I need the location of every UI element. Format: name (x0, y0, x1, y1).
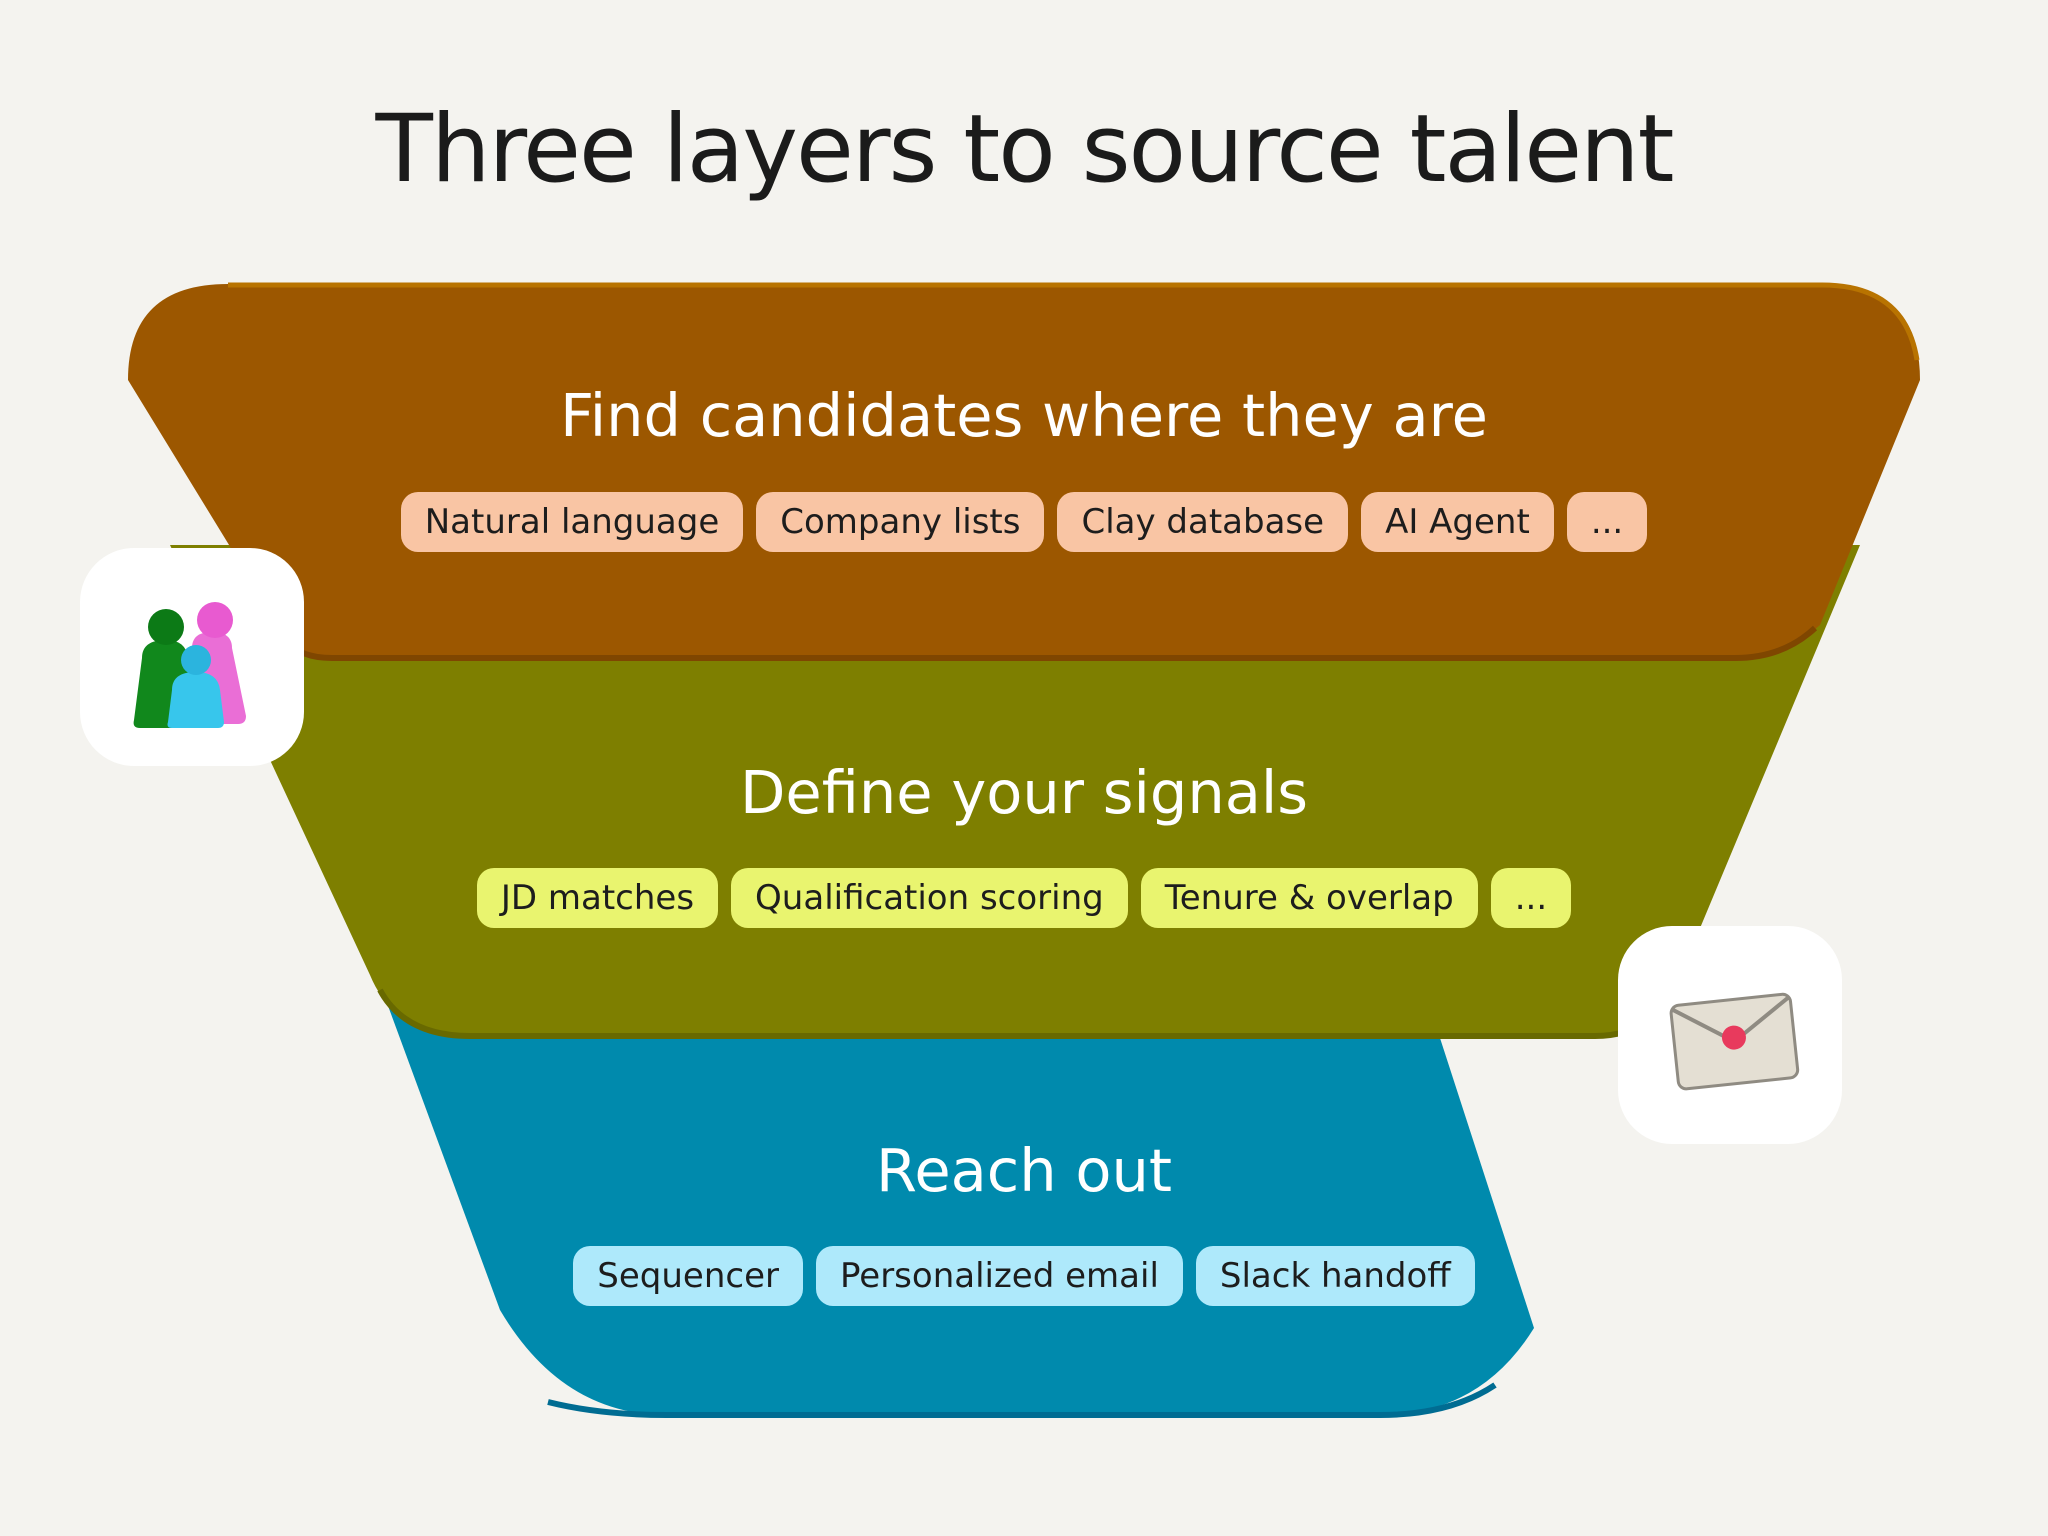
chip-jd-matches: JD matches (476, 868, 719, 928)
layer-edge (228, 282, 1920, 361)
chip-company-lists: Company lists (756, 492, 1045, 552)
envelope-badge (1618, 926, 1842, 1144)
chip-row-reach-out: Sequencer Personalized email Slack hando… (0, 1246, 2048, 1306)
layer-title-reach-out: Reach out (875, 1136, 1172, 1205)
funnel-layer-find-candidates (128, 284, 1920, 658)
chip-tenure-overlap: Tenure & overlap (1140, 868, 1478, 928)
chip-row-define-signals: JD matches Qualification scoring Tenure … (0, 868, 2048, 928)
chip-sequencer: Sequencer (573, 1246, 803, 1306)
page-title: Three layers to source talent (375, 95, 1675, 204)
people-badge (80, 548, 304, 766)
chip-more-signals: ... (1490, 868, 1572, 928)
chip-ai-agent: AI Agent (1361, 492, 1554, 552)
chip-clay-database: Clay database (1057, 492, 1349, 552)
envelope-icon (1669, 992, 1800, 1091)
chip-natural-language: Natural language (400, 492, 744, 552)
people-figures-icon (133, 602, 246, 728)
layer-title-define-signals: Define your signals (739, 758, 1309, 827)
chip-qualification-scoring: Qualification scoring (731, 868, 1128, 928)
layer-edge (547, 1382, 1497, 1418)
chip-more-sources: ... (1566, 492, 1648, 552)
chip-personalized-email: Personalized email (815, 1246, 1183, 1306)
layer-title-find-candidates: Find candidates where they are (560, 381, 1488, 450)
chip-row-find-candidates: Natural language Company lists Clay data… (0, 492, 2048, 552)
chip-slack-handoff: Slack handoff (1195, 1246, 1475, 1306)
